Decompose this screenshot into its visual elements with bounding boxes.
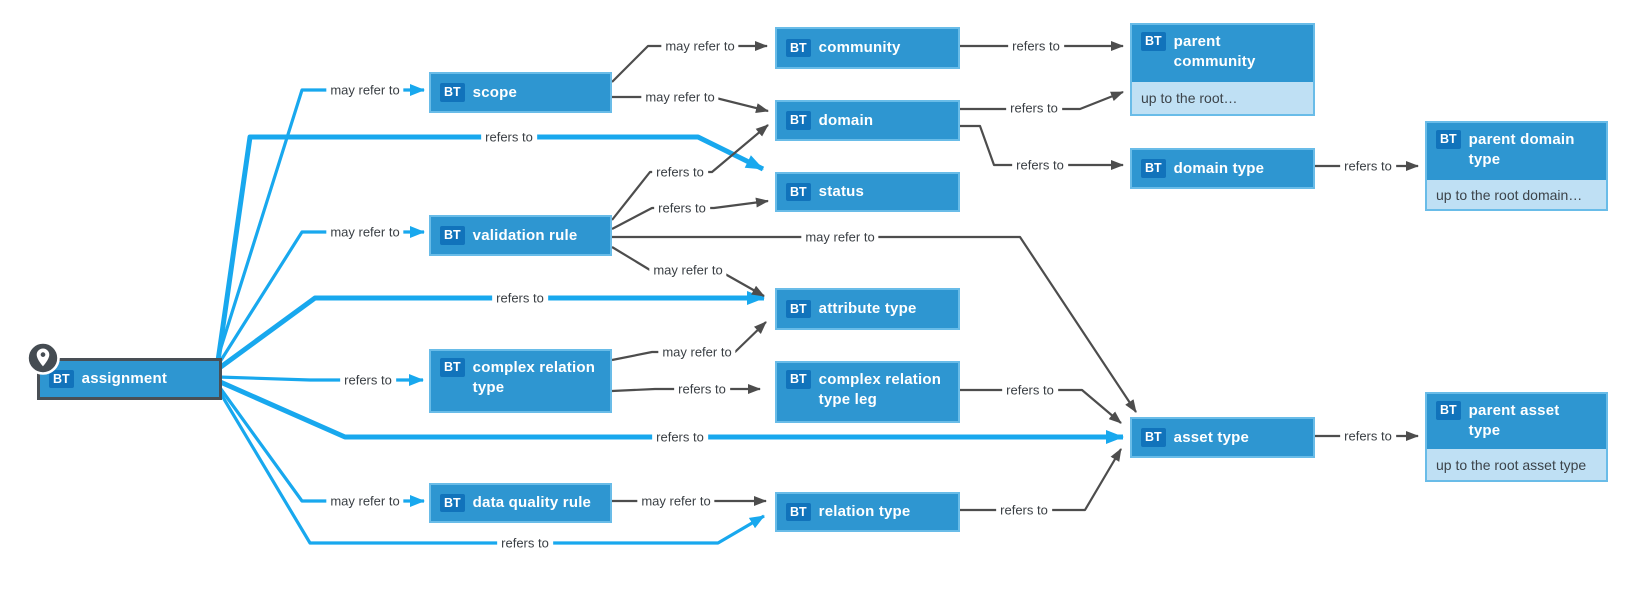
node-parent-domain-type[interactable]: BT parent domain type up to the root domai… [1425, 121, 1608, 211]
node-label: parent community [1173, 33, 1256, 70]
node-title: BT data quality rule [431, 485, 610, 521]
bt-badge: BT [440, 226, 465, 245]
edge-validation-rule-to-asset-type [612, 235, 1137, 413]
edge-label-domain-to-parent-community: refers to [1006, 100, 1062, 116]
bt-badge: BT [1141, 32, 1166, 51]
node-scope[interactable]: BT scope [429, 72, 612, 113]
edge-label-assignment-to-scope: may refer to [326, 82, 404, 98]
node-title: BT validation rule [431, 217, 610, 254]
node-label: status [818, 183, 865, 201]
edge-label-domain-type-to-parent-domain-type: refers to [1340, 158, 1396, 174]
edge-assignment-to-attribute-type [216, 291, 765, 372]
node-domain-type[interactable]: BT domain type [1130, 148, 1315, 189]
edge-label-community-to-parent-community: refers to [1008, 38, 1064, 54]
node-title: BT complex relation type [431, 351, 610, 411]
bt-badge: BT [786, 502, 811, 522]
node-label: parent asset type [1468, 402, 1560, 439]
bt-badge: BT [440, 83, 465, 102]
node-title: BT scope [431, 74, 610, 111]
node-title: BT parent community [1132, 25, 1313, 82]
node-complex-relation-type-leg[interactable]: BT complex relation type leg [775, 361, 960, 423]
node-label: domain type [1173, 159, 1265, 177]
node-label: domain [818, 111, 874, 129]
bt-badge: BT [786, 370, 811, 389]
edge-label-assignment-to-data-quality-rule: may refer to [326, 493, 404, 509]
node-title: BT assignment [40, 361, 219, 397]
node-title: BT status [777, 174, 958, 210]
bt-badge: BT [786, 111, 811, 130]
node-parent-community-subrow[interactable]: up to the root… [1132, 82, 1313, 114]
bt-badge: BT [440, 358, 465, 377]
edge-label-relation-type-to-asset-type: refers to [996, 502, 1052, 518]
node-title: BT parent asset type [1427, 394, 1606, 449]
bt-badge: BT [1436, 130, 1461, 149]
edge-label-domain-to-domain-type: refers to [1012, 157, 1068, 173]
edge-label-scope-to-domain: may refer to [641, 89, 719, 105]
node-label: data quality rule [472, 494, 592, 512]
edge-relation-type-to-asset-type [960, 448, 1122, 512]
edge-label-assignment-to-asset-type: refers to [652, 429, 708, 445]
edge-label-validation-rule-to-attribute-type: may refer to [649, 262, 727, 278]
node-complex-relation-type[interactable]: BT complex relation type [429, 349, 612, 413]
edge-label-scope-to-community: may refer to [661, 38, 739, 54]
edge-label-assignment-to-status: refers to [481, 129, 537, 145]
node-parent-domain-type-subrow[interactable]: up to the root domain… [1427, 180, 1606, 209]
node-title: BT complex relation type leg [777, 363, 958, 421]
node-title: BT community [777, 29, 958, 67]
node-title: BT parent domain type [1427, 123, 1606, 180]
node-label: parent domain type [1468, 131, 1575, 168]
node-validation-rule[interactable]: BT validation rule [429, 215, 612, 256]
edge-label-validation-rule-to-asset-type: may refer to [801, 229, 879, 245]
bt-badge: BT [440, 493, 465, 513]
node-label: complex relation type leg [818, 371, 942, 408]
edge-domain-to-parent-community [960, 90, 1124, 111]
node-label: complex relation type [472, 359, 596, 396]
node-title: BT domain type [1132, 150, 1313, 187]
node-label: attribute type [818, 300, 917, 318]
edge-label-assignment-to-complex-relation-type: refers to [340, 372, 396, 388]
node-assignment[interactable]: BT assignment [26, 341, 222, 400]
node-title: BT attribute type [777, 290, 958, 328]
edge-label-complex-relation-type-to-complex-relation-type-leg: refers to [674, 381, 730, 397]
node-community[interactable]: BT community [775, 27, 960, 69]
node-domain[interactable]: BT domain [775, 100, 960, 141]
edge-assignment-to-asset-type [216, 378, 1124, 444]
node-label: asset type [1173, 428, 1250, 446]
edge-label-data-quality-rule-to-relation-type: may refer to [637, 493, 715, 509]
bt-badge: BT [786, 182, 811, 202]
node-title: BT relation type [777, 494, 958, 530]
node-status[interactable]: BT status [775, 172, 960, 212]
node-asset-type[interactable]: BT asset type [1130, 417, 1315, 458]
edge-label-assignment-to-validation-rule: may refer to [326, 224, 404, 240]
bt-badge: BT [786, 299, 811, 319]
node-label: assignment [81, 370, 168, 388]
node-attribute-type[interactable]: BT attribute type [775, 288, 960, 330]
edge-label-complex-relation-type-to-attribute-type: may refer to [658, 344, 736, 360]
edge-label-validation-rule-to-status: refers to [654, 200, 710, 216]
bt-badge: BT [1436, 401, 1461, 420]
node-title: BT asset type [1132, 419, 1313, 456]
node-data-quality-rule[interactable]: BT data quality rule [429, 483, 612, 523]
node-label: relation type [818, 503, 911, 521]
edge-label-complex-relation-type-leg-to-asset-type: refers to [1002, 382, 1058, 398]
edge-label-assignment-to-attribute-type: refers to [492, 290, 548, 306]
edge-label-asset-type-to-parent-asset-type: refers to [1340, 428, 1396, 444]
node-relation-type[interactable]: BT relation type [775, 492, 960, 532]
bt-badge: BT [786, 38, 811, 58]
edge-label-assignment-to-relation-type: refers to [497, 535, 553, 551]
bt-badge: BT [1141, 428, 1166, 447]
node-parent-asset-type[interactable]: BT parent asset type up to the root asset … [1425, 392, 1608, 482]
edge-assignment-to-status [215, 134, 765, 362]
edge-complex-relation-type-leg-to-asset-type [960, 388, 1122, 424]
edge-label-validation-rule-to-domain: refers to [652, 164, 708, 180]
node-label: validation rule [472, 226, 578, 244]
node-title: BT domain [777, 102, 958, 139]
node-label: scope [472, 83, 518, 101]
node-parent-community[interactable]: BT parent community up to the root… [1130, 23, 1315, 116]
location-pin-icon [24, 339, 62, 377]
node-label: community [818, 39, 901, 57]
bt-badge: BT [49, 369, 74, 389]
node-parent-asset-type-subrow[interactable]: up to the root asset type [1427, 449, 1606, 480]
bt-badge: BT [1141, 159, 1166, 178]
